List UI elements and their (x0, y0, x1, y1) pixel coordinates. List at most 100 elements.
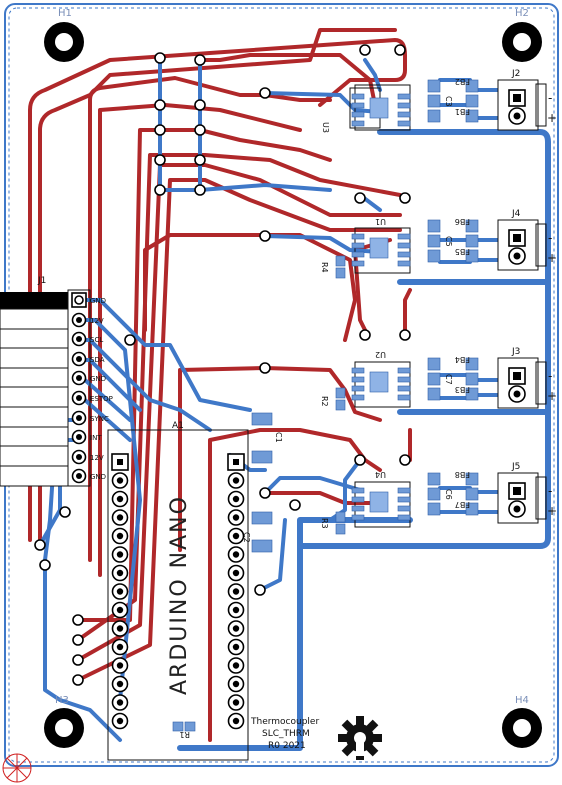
u4-label: U4 (375, 470, 386, 479)
chip-pad (397, 233, 411, 240)
caps-arduino: C1 C2 (242, 412, 283, 553)
chip-pad (397, 102, 411, 109)
connector-label: J4 (511, 209, 521, 219)
ferrite-pad (465, 502, 479, 516)
a1-label: A1 (172, 421, 184, 431)
mount-hole-h1: H1 (44, 8, 84, 62)
chip-pad (351, 376, 365, 383)
chip-pad (397, 93, 411, 100)
ferrite-pad (465, 387, 479, 401)
u3-label: U3 (321, 122, 330, 133)
chip-pad (351, 102, 365, 109)
cap-pad (465, 234, 479, 248)
ferrite-label: FB6 (455, 217, 470, 226)
chip-pad (351, 385, 365, 392)
cap-pad (465, 372, 479, 386)
ferrite-label: FB7 (455, 500, 470, 509)
oshw-gear-icon (338, 716, 382, 760)
chip-pad (351, 487, 365, 494)
ferrite-pad (427, 472, 441, 486)
title-line-3: R0 2021 (268, 741, 306, 751)
chip-pad (351, 93, 365, 100)
title-line-1: Thermocoupler (250, 717, 319, 727)
mount-hole-h4: H4 (502, 695, 542, 748)
ferrite-pad (427, 502, 441, 516)
ferrite-label: FB1 (455, 107, 470, 116)
u2-label: U2 (375, 350, 386, 359)
chip-pad (397, 251, 411, 258)
connector-label: J5 (511, 462, 520, 472)
chip-pad (397, 505, 411, 512)
hole-label: H2 (515, 8, 529, 19)
ferrite-label: FB8 (455, 470, 470, 479)
chip-pad (351, 120, 365, 127)
chip-pad (351, 394, 365, 401)
chip-pad (351, 251, 365, 258)
cap-label: C3 (444, 96, 453, 107)
ferrite-pad (427, 79, 441, 93)
cap-pad (427, 487, 441, 501)
origin-marker-icon (2, 753, 32, 783)
ferrite-pad (465, 357, 479, 371)
vias (34, 44, 411, 686)
chip-pad (397, 496, 411, 503)
chip-pad (397, 242, 411, 249)
polarity-plus: + (547, 389, 557, 403)
ferrite-pad (427, 387, 441, 401)
chip-pad (351, 514, 365, 521)
cap-pad (465, 94, 479, 108)
cap-pad (427, 372, 441, 386)
polarity-plus: + (547, 251, 557, 265)
chip-pad (351, 242, 365, 249)
polarity-minus: - (548, 484, 552, 498)
ferrite-pad (465, 109, 479, 123)
chip-u1: U1 (354, 217, 411, 274)
top-layer-traces (28, 28, 412, 742)
polarity-minus: - (548, 91, 552, 105)
mount-hole-h2: H2 (502, 8, 542, 62)
chip-pad (397, 514, 411, 521)
ferrite-pad (465, 472, 479, 486)
polarity-plus: + (547, 111, 557, 125)
u1-label: U1 (375, 217, 386, 226)
title-line-2: SLC_THRM (262, 729, 310, 739)
chip-pad (397, 260, 411, 267)
r2-label: R2 (320, 396, 329, 407)
chip-pad (397, 487, 411, 494)
hole-label: H3 (55, 695, 69, 706)
ferrite-label: FB3 (455, 385, 470, 394)
pin-label-sda: SDA (90, 356, 105, 364)
r3-label: R3 (320, 518, 329, 529)
cap-pad (465, 487, 479, 501)
chip-pad (397, 111, 411, 118)
chip-u2: U2 (354, 350, 411, 408)
mount-hole-h3: H3 (44, 695, 84, 748)
polarity-plus: + (547, 504, 557, 518)
connector-label: J3 (511, 347, 520, 357)
connector-label: J2 (511, 69, 520, 79)
pin-label-12v: 12V (90, 317, 104, 325)
chip-pad (351, 260, 365, 267)
hole-label: H1 (58, 8, 72, 19)
chip-u4: U4 (354, 470, 411, 528)
chip-pad (397, 367, 411, 374)
ferrite-pad (427, 109, 441, 123)
cap-pad (427, 234, 441, 248)
chip-pad (351, 367, 365, 374)
polarity-minus: - (548, 369, 552, 383)
chip-pad (397, 394, 411, 401)
chip-pad (351, 505, 365, 512)
ferrite-pad (465, 249, 479, 263)
arduino-nano-footprint: A1 ARDUINO NANO (107, 421, 249, 761)
chip-pad (351, 111, 365, 118)
ferrite-label: FB2 (455, 77, 470, 86)
c1-label: C1 (274, 432, 283, 443)
hole-label: H4 (515, 695, 529, 706)
pin-label-estop: ESTOP (90, 395, 113, 403)
cap-label: C7 (444, 374, 453, 385)
pin-label-sync: SYNC (90, 415, 109, 423)
chip-pad (397, 385, 411, 392)
pin-label-12v: 12V (90, 454, 104, 462)
ferrite-pad (427, 219, 441, 233)
